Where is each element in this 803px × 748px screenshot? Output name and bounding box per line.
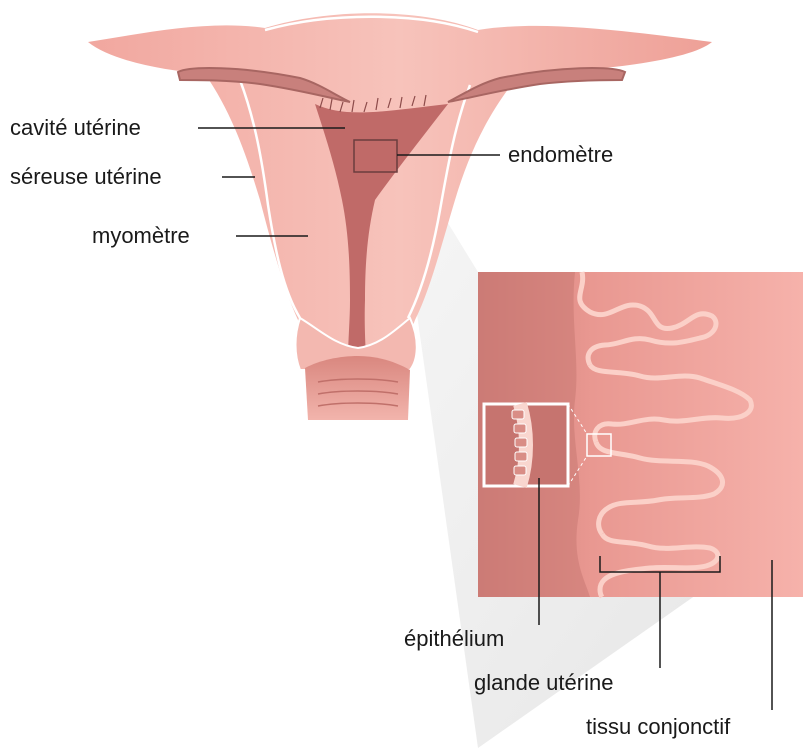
label-uterine-serosa: séreuse utérine bbox=[10, 164, 162, 189]
label-epithelium: épithélium bbox=[404, 626, 504, 651]
label-endometrium: endomètre bbox=[508, 142, 613, 167]
label-myometrium: myomètre bbox=[92, 223, 190, 248]
label-uterine-cavity: cavité utérine bbox=[10, 115, 141, 140]
label-uterine-gland: glande utérine bbox=[474, 670, 613, 695]
endometrium-zoom-panel bbox=[478, 272, 803, 597]
label-connective-tissue: tissu conjonctif bbox=[586, 714, 731, 739]
vagina bbox=[305, 356, 410, 420]
